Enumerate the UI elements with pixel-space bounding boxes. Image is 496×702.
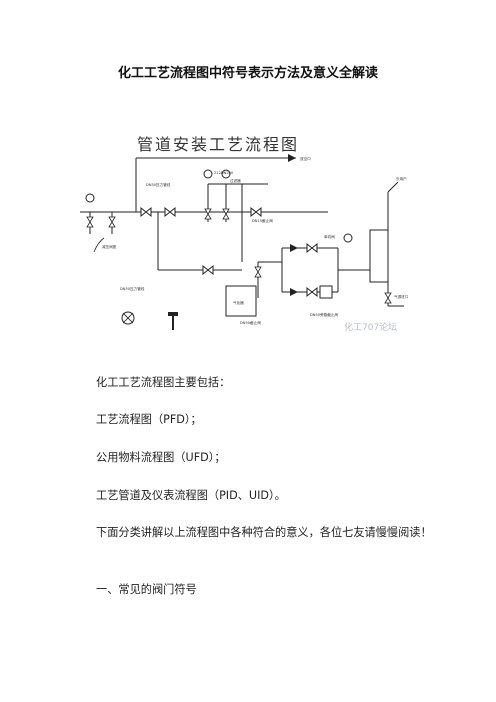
paragraph-intro: 化工工艺流程图主要包括： bbox=[96, 376, 231, 389]
label-exhaust: 放空口 bbox=[300, 156, 311, 161]
watermark: 化工707论坛 bbox=[344, 321, 397, 333]
label-feed: 气源进口 bbox=[394, 294, 409, 299]
section-heading-valves: 一、常见的阀门符号 bbox=[96, 583, 197, 596]
paragraph-ufd: 公用物料流程图（UFD）； bbox=[96, 451, 226, 464]
label-bottom-pipe: DN50截止阀 bbox=[240, 320, 261, 325]
label-filter: 过滤器 bbox=[230, 178, 241, 183]
label-bypass: DN50旁路截止阀 bbox=[310, 312, 338, 317]
paragraph-pid: 工艺管道及仪表流程图（PID、UID）。 bbox=[96, 489, 286, 502]
label-to-user: 去用户 bbox=[396, 176, 407, 181]
label-dn200: 212DN200 bbox=[214, 171, 234, 175]
label-dn50-mid: DN50压力管线 bbox=[120, 286, 145, 291]
label-reduce-left: 减压阀座 bbox=[102, 244, 117, 249]
process-flow-diagram: 管道安装工艺流程图 bbox=[58, 122, 438, 336]
label-dn50-top: DN50压力管线 bbox=[146, 182, 171, 187]
label-check-valve: 单向阀 bbox=[324, 234, 335, 239]
document-title: 化工工艺流程图中符号表示方法及意义全解读 bbox=[117, 66, 378, 81]
paragraph-explain: 下面分类讲解以上流程图中各种符合的意义，各位七友请慢慢阅读！ bbox=[96, 526, 432, 539]
diagram-heading: 管道安装工艺流程图 bbox=[137, 135, 299, 154]
label-tank: 气化器 bbox=[233, 300, 244, 305]
paragraph-pfd: 工艺流程图（PFD）； bbox=[96, 413, 202, 426]
label-dn15: DN15截止阀 bbox=[252, 218, 273, 223]
